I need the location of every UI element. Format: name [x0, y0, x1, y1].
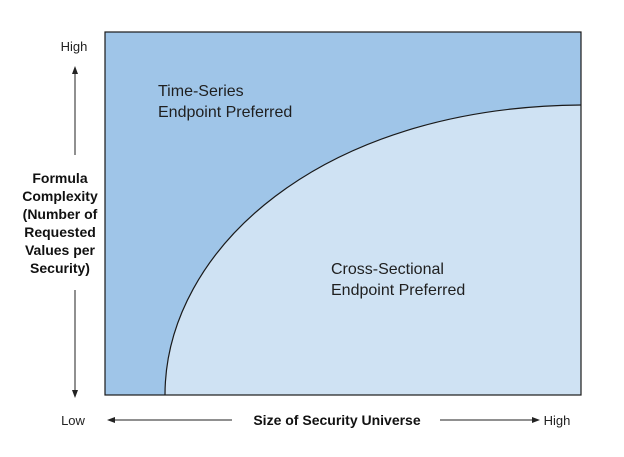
cross-sectional-region	[165, 105, 581, 395]
x-axis-high-label: High	[544, 413, 571, 428]
y-axis-title: Formula Complexity (Number of Requested …	[22, 170, 98, 276]
x-axis-title: Size of Security Universe	[253, 412, 421, 428]
y-axis-title-line: Security)	[30, 260, 90, 276]
boundary-curve	[164, 104, 582, 396]
y-axis-title-line: Requested	[24, 224, 96, 240]
y-axis-title-line: Formula	[32, 170, 87, 186]
y-axis-title-line: Values per	[25, 242, 96, 258]
y-axis-title-line: Complexity	[22, 188, 98, 204]
time-series-label-line1: Time-Series	[158, 83, 244, 100]
time-series-label-line2: Endpoint Preferred	[158, 104, 292, 121]
diagram-frame	[104, 31, 582, 396]
y-axis-high-label: High	[61, 39, 88, 54]
cross-sectional-label-line2: Endpoint Preferred	[331, 282, 465, 299]
y-axis-title-line: (Number of	[23, 206, 98, 222]
x-axis-low-label: Low	[61, 413, 85, 428]
cross-sectional-label-line1: Cross-Sectional	[331, 261, 444, 278]
